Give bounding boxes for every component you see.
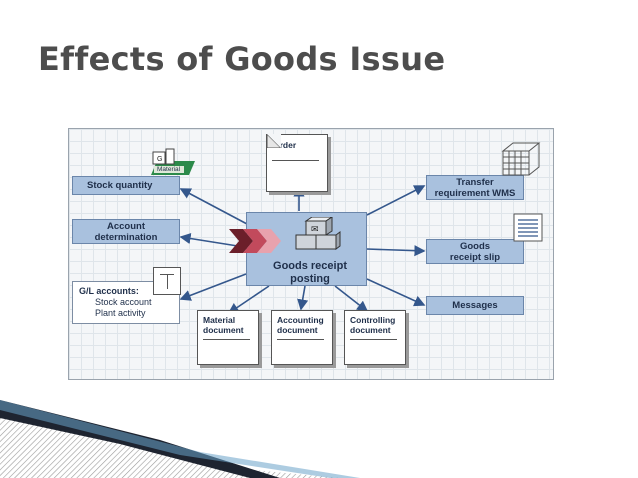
svg-text:✉: ✉ [311, 224, 319, 234]
receipt-slip-icon [513, 213, 543, 242]
controlling-doc-line1: Controlling [350, 315, 396, 325]
material-icon-label: Material [157, 166, 181, 173]
accounting-doc-line1: Accounting [277, 315, 324, 325]
order-document-icon: Order [266, 134, 328, 192]
slide-title: Effects of Goods Issue [38, 40, 446, 78]
movement-chevrons-icon [229, 229, 281, 253]
goods-receipt-slip-node: Goods receipt slip [426, 239, 524, 264]
controlling-document-icon: Controlling document [344, 310, 406, 365]
arrow-to-stock-quantity [179, 188, 248, 225]
arrow-to-accounting-document [297, 285, 309, 311]
messages-node: Messages [426, 296, 524, 315]
connector-arrows [179, 185, 426, 314]
transfer-line1: Transfer [456, 176, 494, 188]
stock-quantity-node: Stock quantity [72, 176, 180, 195]
accounting-document-icon: Accounting document [271, 310, 333, 365]
gl-accounts-title: G/L accounts: [79, 286, 139, 296]
center-label-line1: Goods receipt [273, 260, 347, 272]
controlling-doc-line2: document [350, 325, 391, 335]
material-doc-line2: document [203, 325, 244, 335]
gl-stock-account: Stock account [95, 297, 152, 307]
center-label-line2: posting [290, 273, 330, 285]
ledger-t-account-icon [153, 267, 181, 295]
goods-slip-line2: receipt slip [449, 251, 501, 263]
material-stock-icon: G [151, 148, 195, 175]
account-determination-line2: determination [94, 231, 158, 243]
account-determination-line1: Account [107, 220, 145, 232]
arrow-to-transfer [366, 185, 426, 216]
account-determination-node: Account determination [72, 219, 180, 244]
order-label: Order [273, 140, 297, 150]
accounting-document-label: Accounting document [277, 315, 324, 335]
accounting-doc-line2: document [277, 325, 318, 335]
controlling-document-label: Controlling document [350, 315, 395, 335]
arrow-to-controlling-document [334, 285, 369, 312]
svg-text:G: G [157, 156, 162, 163]
warehouse-shelving-icon [501, 142, 541, 176]
stock-quantity-label: Stock quantity [87, 180, 153, 191]
material-document-icon: Material document [197, 310, 259, 365]
arrow-to-account-determination [179, 232, 245, 248]
arrow-to-gl-accounts [179, 273, 247, 301]
goods-receipt-diagram: Stock quantity G Material Account determ… [68, 128, 554, 380]
arrow-to-goods-receipt-slip [366, 245, 426, 257]
stock-boxes-icon: ✉ [295, 217, 341, 250]
messages-label: Messages [452, 300, 498, 311]
arrow-to-messages [366, 278, 426, 307]
arrow-to-material-document [227, 285, 270, 314]
material-doc-line1: Material [203, 315, 236, 325]
material-document-label: Material document [203, 315, 244, 335]
center-label: Goods receipt posting [254, 260, 366, 286]
transfer-line2: requirement WMS [434, 187, 516, 199]
transfer-requirement-node: Transfer requirement WMS [426, 175, 524, 200]
gl-plant-activity: Plant activity [95, 308, 146, 318]
goods-slip-line1: Goods [459, 240, 491, 252]
page-fold-icon [267, 134, 281, 148]
